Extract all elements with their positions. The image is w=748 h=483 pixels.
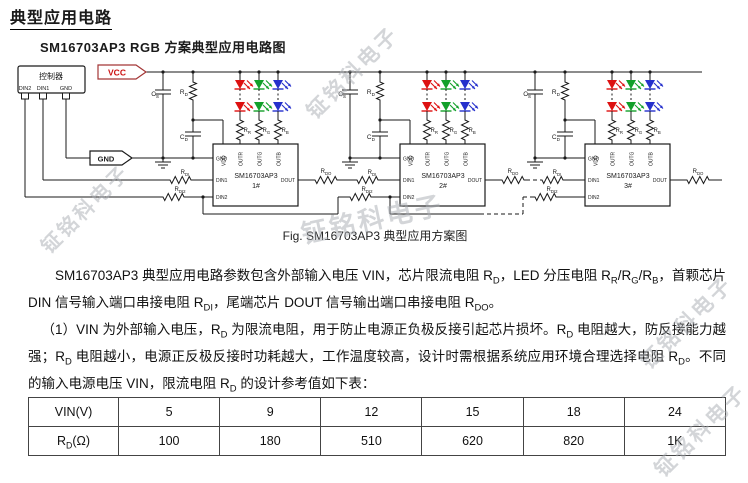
svg-text:SM16703AP3: SM16703AP3 — [421, 173, 464, 180]
row-header-cell: RD(Ω) — [28, 426, 119, 456]
svg-text:RDI: RDI — [368, 170, 377, 177]
svg-text:RDI2: RDI2 — [174, 187, 186, 194]
value-cell: 620 — [421, 426, 524, 456]
svg-text:CD: CD — [367, 134, 376, 142]
svg-text:RG: RG — [635, 128, 643, 135]
svg-text:RDO: RDO — [693, 169, 704, 176]
svg-text:DIN1: DIN1 — [216, 178, 228, 184]
svg-text:RR: RR — [431, 128, 438, 135]
svg-text:VDD: VDD — [222, 155, 228, 166]
svg-text:SM16703AP3: SM16703AP3 — [234, 173, 277, 180]
value-cell: 18 — [522, 397, 625, 427]
svg-text:OUTB: OUTB — [277, 151, 283, 166]
svg-text:RD: RD — [552, 89, 561, 97]
svg-text:VDD: VDD — [594, 155, 600, 166]
svg-text:RDI2: RDI2 — [546, 187, 558, 194]
svg-text:CS: CS — [151, 91, 159, 99]
svg-text:DOUT: DOUT — [468, 178, 482, 184]
value-cell: 12 — [320, 397, 423, 427]
svg-text:VCC: VCC — [108, 68, 126, 78]
svg-text:1#: 1# — [252, 183, 260, 190]
svg-text:DOUT: DOUT — [281, 178, 295, 184]
svg-text:RR: RR — [244, 128, 251, 135]
svg-text:RB: RB — [282, 128, 289, 135]
svg-text:GND: GND — [588, 157, 600, 163]
svg-text:RDI: RDI — [553, 170, 562, 177]
svg-text:2#: 2# — [439, 183, 447, 190]
paragraph-note1: （1）VIN 为外部输入电压，RD 为限流电阻，用于防止电源正负极反接引起芯片损… — [28, 322, 727, 395]
svg-text:DIN2: DIN2 — [216, 195, 228, 201]
svg-text:OUTB: OUTB — [464, 151, 470, 166]
svg-text:3#: 3# — [624, 183, 632, 190]
svg-text:控制器: 控制器 — [39, 71, 63, 81]
svg-text:CS: CS — [338, 91, 346, 99]
svg-text:DIN1: DIN1 — [403, 178, 415, 184]
svg-text:GND: GND — [216, 157, 228, 163]
figure-caption: Fig. SM16703AP3 典型应用方案图 — [282, 229, 468, 243]
svg-text:RDO: RDO — [508, 169, 519, 176]
svg-text:RB: RB — [469, 128, 476, 135]
value-cell: 15 — [421, 397, 524, 427]
svg-text:DIN2: DIN2 — [588, 195, 600, 201]
value-cell: 1K — [623, 426, 727, 456]
value-cell: 5 — [117, 397, 221, 427]
svg-text:DIN2: DIN2 — [403, 195, 415, 201]
value-cell: 510 — [320, 426, 423, 456]
svg-text:GND: GND — [98, 155, 115, 164]
svg-text:OUTR: OUTR — [239, 151, 245, 166]
svg-text:RD: RD — [367, 89, 376, 97]
svg-text:RG: RG — [450, 128, 458, 135]
svg-text:CD: CD — [552, 134, 561, 142]
value-cell: 100 — [117, 426, 221, 456]
section-subtitle: SM16703AP3 RGB 方案典型应用电路图 — [40, 40, 287, 55]
svg-text:GND: GND — [403, 157, 415, 163]
svg-text:DIN1: DIN1 — [37, 86, 50, 92]
svg-text:RDO: RDO — [321, 169, 332, 176]
svg-text:OUTB: OUTB — [649, 151, 655, 166]
svg-text:RG: RG — [263, 128, 271, 135]
value-cell: 24 — [623, 397, 727, 427]
value-cell: 180 — [219, 426, 322, 456]
svg-text:VDD: VDD — [409, 155, 415, 166]
value-cell: 9 — [219, 397, 322, 427]
svg-text:SM16703AP3: SM16703AP3 — [606, 173, 649, 180]
svg-text:RB: RB — [654, 128, 661, 135]
svg-text:DOUT: DOUT — [653, 178, 667, 184]
svg-text:OUTG: OUTG — [630, 151, 636, 166]
svg-text:OUTG: OUTG — [258, 151, 264, 166]
svg-text:CD: CD — [180, 134, 189, 142]
svg-text:CS: CS — [523, 91, 531, 99]
svg-text:RR: RR — [616, 128, 623, 135]
paragraph-intro: SM16703AP3 典型应用电路参数包含外部输入电压 VIN，芯片限流电阻 R… — [28, 268, 727, 314]
svg-text:RDI2: RDI2 — [361, 187, 373, 194]
svg-text:DIN2: DIN2 — [19, 86, 32, 92]
svg-text:RDI: RDI — [181, 170, 190, 177]
svg-text:GND: GND — [60, 86, 72, 92]
svg-text:RD: RD — [180, 89, 189, 97]
body-text: SM16703AP3 典型应用电路参数包含外部输入电压 VIN，芯片限流电阻 R… — [28, 262, 726, 397]
svg-text:DIN1: DIN1 — [588, 178, 600, 184]
svg-text:OUTG: OUTG — [445, 151, 451, 166]
page-title: 典型应用电路 — [10, 4, 113, 30]
value-cell: 820 — [522, 426, 625, 456]
svg-text:OUTR: OUTR — [611, 151, 617, 166]
row-header-cell: VIN(V) — [28, 397, 119, 427]
svg-text:OUTR: OUTR — [426, 151, 432, 166]
